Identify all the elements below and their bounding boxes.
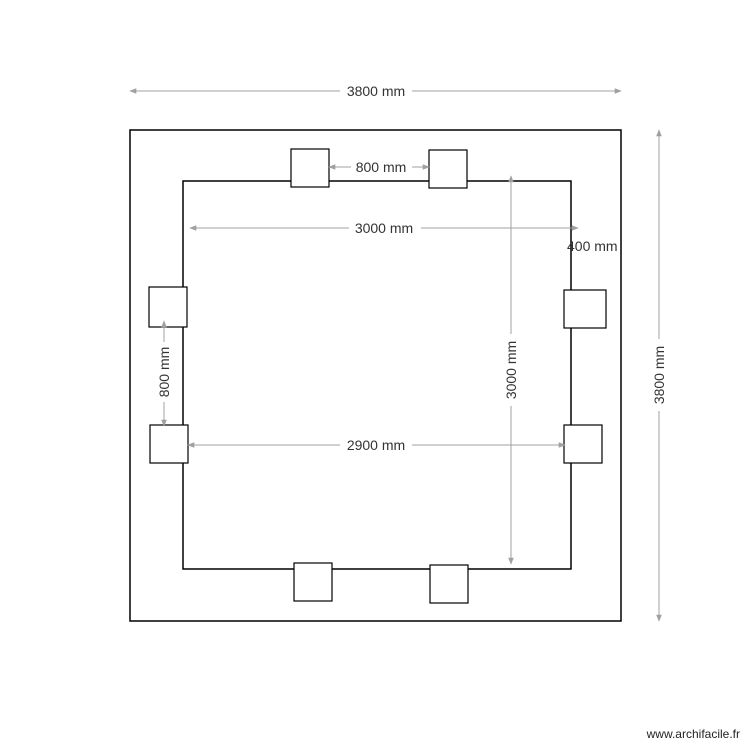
post-top-right — [428, 149, 468, 189]
post-top-left — [290, 148, 330, 188]
dim-label-overall-width: 3800 mm — [347, 83, 405, 99]
dim-label-offset: 400 mm — [567, 238, 618, 254]
post-bottom-right — [429, 564, 469, 604]
post-left-lower — [149, 424, 189, 464]
dim-label-inner-height: 3000 mm — [503, 341, 519, 399]
inner-boundary — [182, 180, 572, 570]
post-right-upper — [563, 289, 607, 329]
dim-label-post-row-width: 2900 mm — [347, 437, 405, 453]
post-right-lower — [563, 424, 603, 464]
post-left-upper — [148, 286, 188, 328]
dim-label-left-post-spacing: 800 mm — [156, 347, 172, 398]
post-bottom-left — [293, 562, 333, 602]
watermark-link[interactable]: www.archifacile.fr — [646, 727, 740, 741]
dim-label-inner-width: 3000 mm — [355, 220, 413, 236]
dim-label-top-post-spacing: 800 mm — [356, 159, 407, 175]
dim-label-overall-height: 3800 mm — [651, 346, 667, 404]
outer-boundary — [129, 129, 622, 622]
